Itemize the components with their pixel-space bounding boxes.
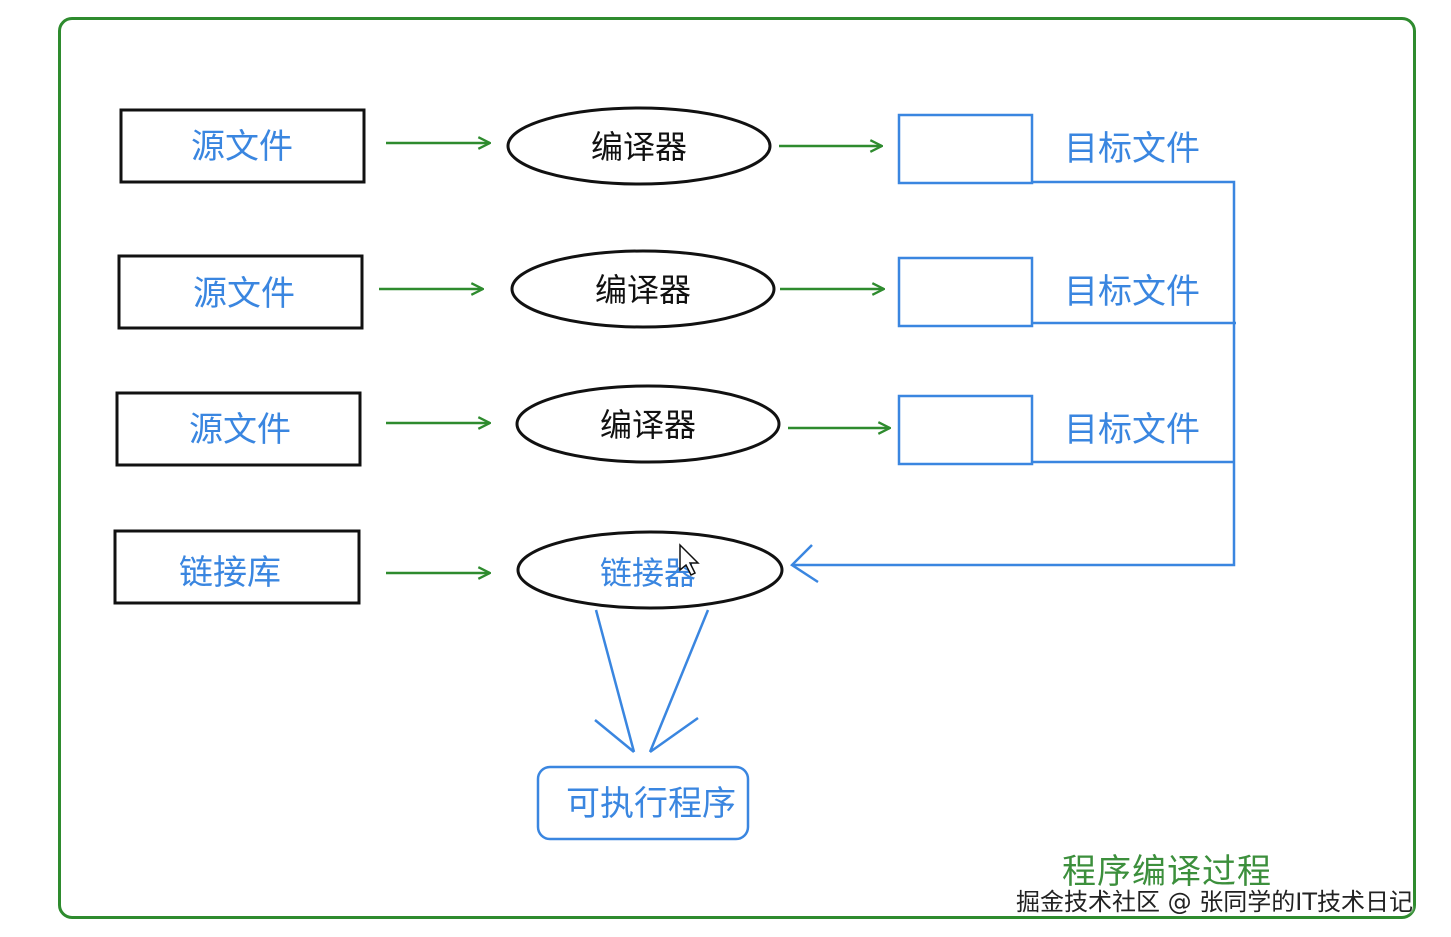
compiler-label-2: 编译器 bbox=[595, 271, 691, 309]
diagram-caption: 程序编译过程 bbox=[1062, 852, 1272, 892]
source-box-1 bbox=[119, 108, 366, 184]
library-label: 链接库 bbox=[179, 553, 281, 593]
source-box-2 bbox=[117, 254, 364, 330]
source-label-2: 源文件 bbox=[193, 274, 295, 314]
collector-line bbox=[792, 180, 1236, 567]
source-label-1: 源文件 bbox=[191, 127, 293, 167]
compiler-label-1: 编译器 bbox=[591, 128, 687, 166]
target-box-1 bbox=[897, 113, 1034, 185]
watermark-text: 掘金技术社区 @ 张同学的IT技术日记 bbox=[1016, 888, 1413, 916]
library-box bbox=[113, 529, 361, 605]
compiler-label-3: 编译器 bbox=[600, 406, 696, 444]
linker-to-output-arrow bbox=[594, 609, 710, 754]
target-label-2: 目标文件 bbox=[1064, 272, 1200, 312]
compiler-ellipse-2 bbox=[510, 249, 776, 329]
target-box-3 bbox=[897, 394, 1034, 466]
output-label: 可执行程序 bbox=[566, 784, 736, 824]
output-box bbox=[536, 765, 750, 841]
diagram-frame bbox=[58, 17, 1416, 919]
target-box-2 bbox=[897, 256, 1034, 328]
compiler-ellipse-1 bbox=[506, 106, 772, 186]
target-label-1: 目标文件 bbox=[1064, 129, 1200, 169]
source-box-3 bbox=[115, 391, 362, 467]
linker-ellipse bbox=[516, 530, 784, 610]
target-label-3: 目标文件 bbox=[1064, 410, 1200, 450]
compiler-ellipse-3 bbox=[515, 384, 781, 464]
collector-arrowhead bbox=[790, 544, 819, 584]
source-label-3: 源文件 bbox=[189, 410, 291, 450]
mouse-cursor-icon bbox=[679, 543, 700, 577]
